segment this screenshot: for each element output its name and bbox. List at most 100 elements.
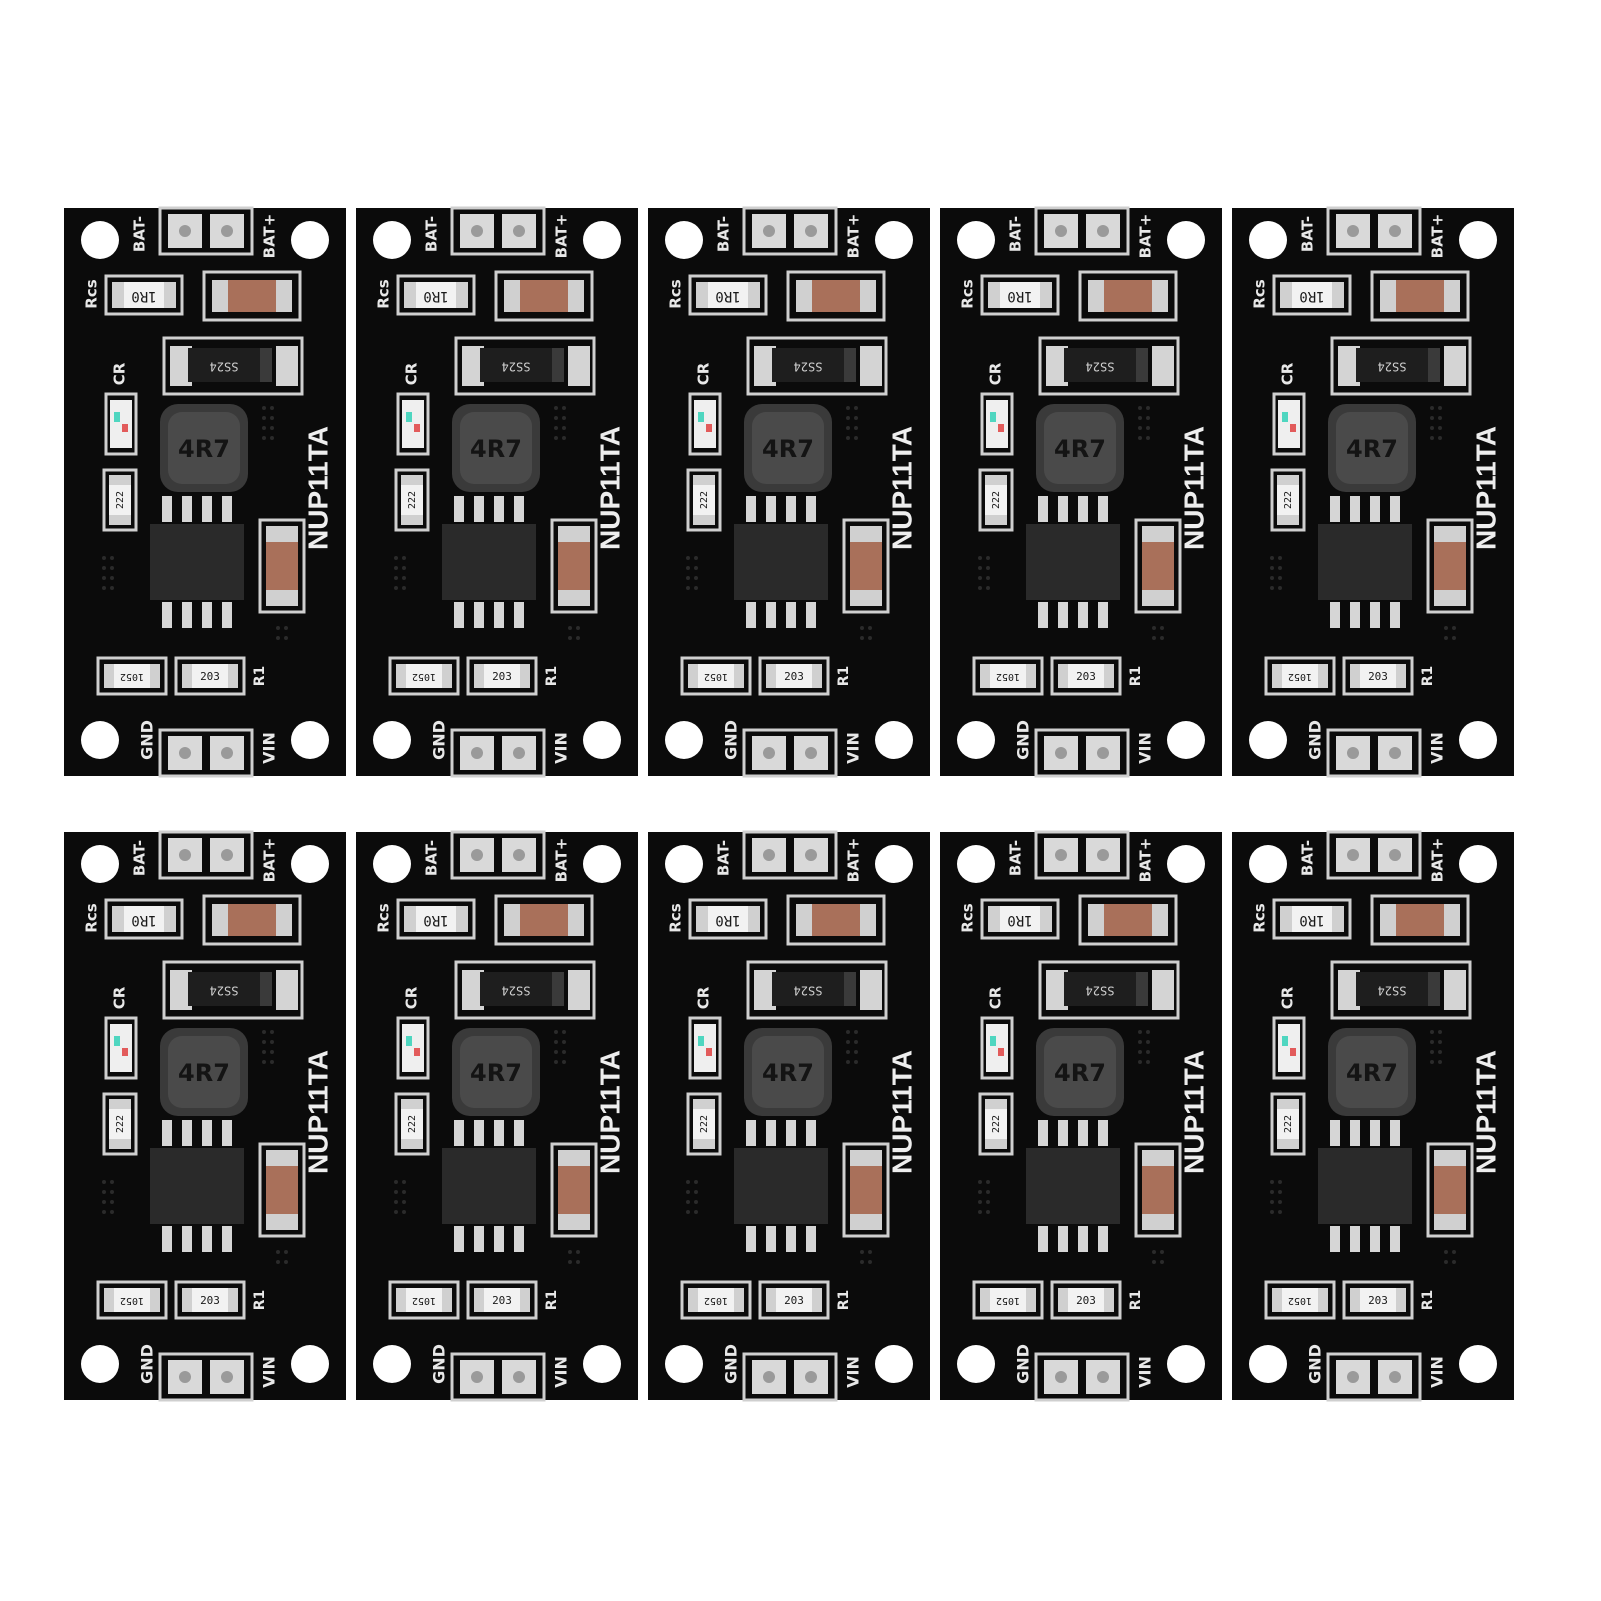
label-gnd: GND [138,1344,157,1384]
label-gnd: GND [430,720,449,760]
resistor-222-marking: 222 [115,491,126,509]
label-bat-minus: BAT- [1299,216,1317,252]
label-bat-plus: BAT+ [1429,214,1447,259]
label-r1: R1 [836,1290,852,1311]
resistor-1052-marking: 1052 [704,1295,728,1306]
label-r1: R1 [544,1290,560,1311]
diode-marking: SS24 [794,984,823,998]
label-vin: VIN [844,1356,863,1388]
model-label: NUP11TA [594,1050,625,1174]
label-cr: CR [1279,362,1297,385]
label-r1: R1 [1420,666,1436,687]
model-label: NUP11TA [302,426,333,550]
label-bat-minus: BAT- [1299,840,1317,876]
label-rcs: Rcs [959,279,977,308]
resistor-222-marking: 222 [991,491,1002,509]
label-gnd: GND [138,720,157,760]
diode-marking: SS24 [1378,360,1407,374]
label-vin: VIN [1428,732,1447,764]
label-cr: CR [111,362,129,385]
label-bat-minus: BAT- [1007,216,1025,252]
label-vin: VIN [1136,732,1155,764]
model-label: NUP11TA [594,426,625,550]
diode-marking: SS24 [1086,984,1115,998]
sense-resistor-marking: 1R0 [131,288,156,304]
label-gnd: GND [1014,1344,1033,1384]
resistor-203-marking: 203 [492,1294,512,1307]
label-cr: CR [987,986,1005,1009]
model-label: NUP11TA [1178,426,1209,550]
label-vin: VIN [1136,1356,1155,1388]
resistor-1052-marking: 1052 [1288,671,1312,682]
inductor-marking: 4R7 [1346,435,1398,463]
label-bat-minus: BAT- [1007,840,1025,876]
diode-marking: SS24 [1378,984,1407,998]
label-bat-minus: BAT- [131,216,149,252]
label-gnd: GND [722,720,741,760]
label-r1: R1 [1420,1290,1436,1311]
inductor-marking: 4R7 [178,435,230,463]
sense-resistor-marking: 1R0 [423,912,448,928]
resistor-1052-marking: 1052 [412,1295,436,1306]
diode-marking: SS24 [210,984,239,998]
label-bat-minus: BAT- [423,216,441,252]
label-cr: CR [1279,986,1297,1009]
diode-marking: SS24 [502,984,531,998]
label-vin: VIN [1428,1356,1447,1388]
label-rcs: Rcs [375,279,393,308]
sense-resistor-marking: 1R0 [715,288,740,304]
resistor-1052-marking: 1052 [120,1295,144,1306]
resistor-203-marking: 203 [1076,1294,1096,1307]
resistor-222-marking: 222 [699,1115,710,1133]
label-r1: R1 [252,1290,268,1311]
label-r1: R1 [836,666,852,687]
label-bat-minus: BAT- [715,216,733,252]
label-vin: VIN [260,1356,279,1388]
resistor-222-marking: 222 [1283,491,1294,509]
inductor-marking: 4R7 [1054,1059,1106,1087]
resistor-203-marking: 203 [784,670,804,683]
label-vin: VIN [552,732,571,764]
sense-resistor-marking: 1R0 [1007,288,1032,304]
label-cr: CR [111,986,129,1009]
resistor-1052-marking: 1052 [996,671,1020,682]
label-gnd: GND [1014,720,1033,760]
sense-resistor-marking: 1R0 [1299,912,1324,928]
label-bat-plus: BAT+ [1137,214,1155,259]
label-bat-plus: BAT+ [553,214,571,259]
inductor-marking: 4R7 [762,435,814,463]
label-bat-plus: BAT+ [845,838,863,883]
inductor-marking: 4R7 [1054,435,1106,463]
label-gnd: GND [430,1344,449,1384]
model-label: NUP11TA [1178,1050,1209,1174]
label-vin: VIN [260,732,279,764]
label-cr: CR [695,986,713,1009]
label-bat-plus: BAT+ [261,214,279,259]
label-gnd: GND [722,1344,741,1384]
label-rcs: Rcs [1251,279,1269,308]
label-bat-plus: BAT+ [845,214,863,259]
label-rcs: Rcs [83,903,101,932]
resistor-1052-marking: 1052 [412,671,436,682]
resistor-1052-marking: 1052 [120,671,144,682]
resistor-1052-marking: 1052 [996,1295,1020,1306]
resistor-1052-marking: 1052 [704,671,728,682]
label-bat-minus: BAT- [715,840,733,876]
resistor-203-marking: 203 [1368,1294,1388,1307]
label-gnd: GND [1306,1344,1325,1384]
label-bat-plus: BAT+ [553,838,571,883]
label-vin: VIN [844,732,863,764]
sense-resistor-marking: 1R0 [1007,912,1032,928]
resistor-203-marking: 203 [492,670,512,683]
label-rcs: Rcs [1251,903,1269,932]
resistor-222-marking: 222 [407,491,418,509]
label-vin: VIN [552,1356,571,1388]
